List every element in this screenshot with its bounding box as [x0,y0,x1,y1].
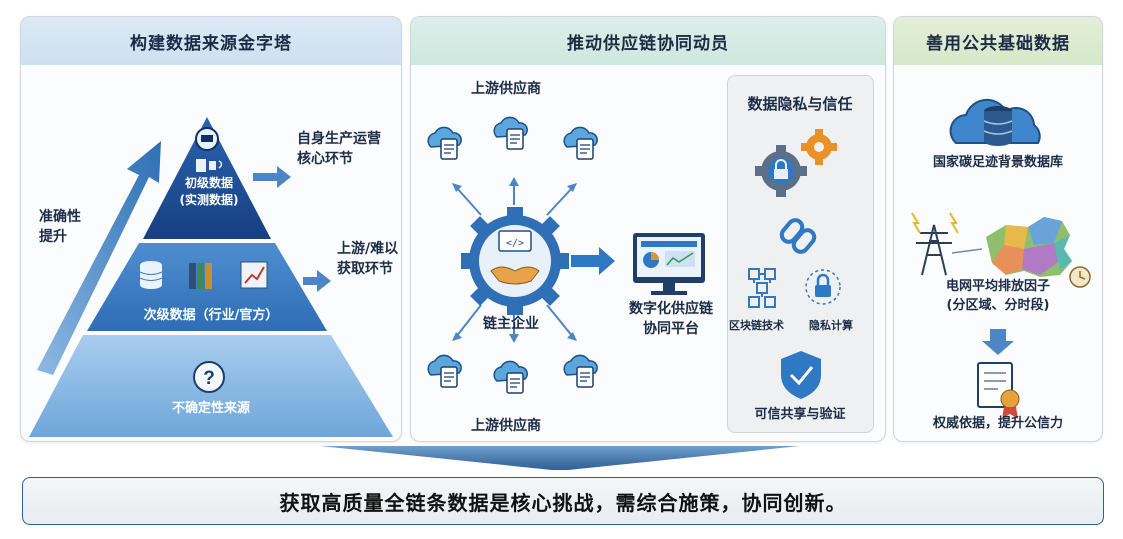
shield-check-icon [781,351,821,399]
privacy-trust-title: 数据隐私与信任 [747,95,853,113]
supplier-cloud-icon [427,126,462,160]
trusted-sharing-label: 可信共享与验证 [754,407,846,422]
certificate-icon [977,362,1020,419]
arrow-to-upstream [303,270,331,292]
svg-text:</>: </> [506,238,524,249]
supplier-cloud-icon [427,354,462,388]
supply-chain-panel: 推动供应链协同动员 [410,16,886,442]
svg-text:?: ? [203,368,215,389]
supplier-connectors [455,183,574,338]
public-data-graphic [911,98,1091,419]
question-icon: ? [193,361,225,393]
chart-icon [240,261,268,289]
china-region-map-icon [986,217,1072,277]
platform-label: 数字化供应链 协同平台 [629,301,713,337]
upstream-hard-label: 上游/难以 获取环节 [337,241,399,277]
core-enterprise-label: 链主企业 [483,316,539,332]
privacy-compute-label: 隐私计算 [809,319,853,332]
conclusion-banner: 获取高质量全链条数据是核心挑战，需综合施策，协同创新。 [22,477,1104,525]
supplier-cloud-icon [493,360,528,394]
blockchain-icon [748,268,776,308]
privacy-gear-lock-icon [755,129,837,197]
arrow-to-core [253,166,291,188]
cloud-database-icon [949,98,1041,146]
platform-monitor-icon [633,233,705,295]
public-data-panel: 善用公共基础数据 [893,16,1103,442]
grid-emission-factor-label: 电网平均排放因子 (分区域、分时段) [945,279,1050,313]
chain-link-icon [779,218,817,254]
clock-icon [1069,266,1091,288]
carbon-database-label: 国家碳足迹背景数据库 [932,155,1063,170]
power-tower-icon [911,212,983,276]
sensor-icon [195,127,223,172]
tier-uncertain-label: 不确定性来源 [171,401,250,416]
authority-label: 权威依据，提升公信力 [932,416,1063,431]
tier-secondary-label: 次级数据（行业/官方） [143,308,279,323]
converge-arrow [320,446,800,470]
supplier-arrowheads [452,177,577,343]
pyramid-panel: 构建数据来源金字塔 [20,16,402,442]
pyramid-panel-title: 构建数据来源金字塔 [21,17,401,65]
accuracy-arrow [37,141,161,375]
supply-chain-panel-title: 推动供应链协同动员 [411,17,885,65]
pyramid-graphic: ? [29,117,393,437]
upstream-suppliers-top-label: 上游供应商 [471,81,541,97]
supplier-cloud-icon [563,126,598,160]
blockchain-label: 区块链技术 [729,319,784,332]
core-operations-label: 自身生产运营 核心环节 [297,131,381,167]
supply-chain-graphic: </> [427,116,841,399]
accuracy-label: 准确性 提升 [39,209,81,245]
supplier-cloud-icon [493,116,528,150]
supplier-cloud-icon [563,354,598,388]
upstream-suppliers-bottom-label: 上游供应商 [471,418,541,434]
books-icon [189,263,212,289]
arrow-to-authority [982,329,1014,355]
public-data-panel-title: 善用公共基础数据 [894,17,1102,65]
privacy-lock-icon [805,269,841,305]
arrow-to-platform [571,247,615,275]
database-icon [139,261,163,289]
core-enterprise-gear-icon: </> [461,207,569,315]
tier-primary-label: 初级数据 (实测数据) [179,176,239,207]
pyramid-tier-top [143,117,271,239]
